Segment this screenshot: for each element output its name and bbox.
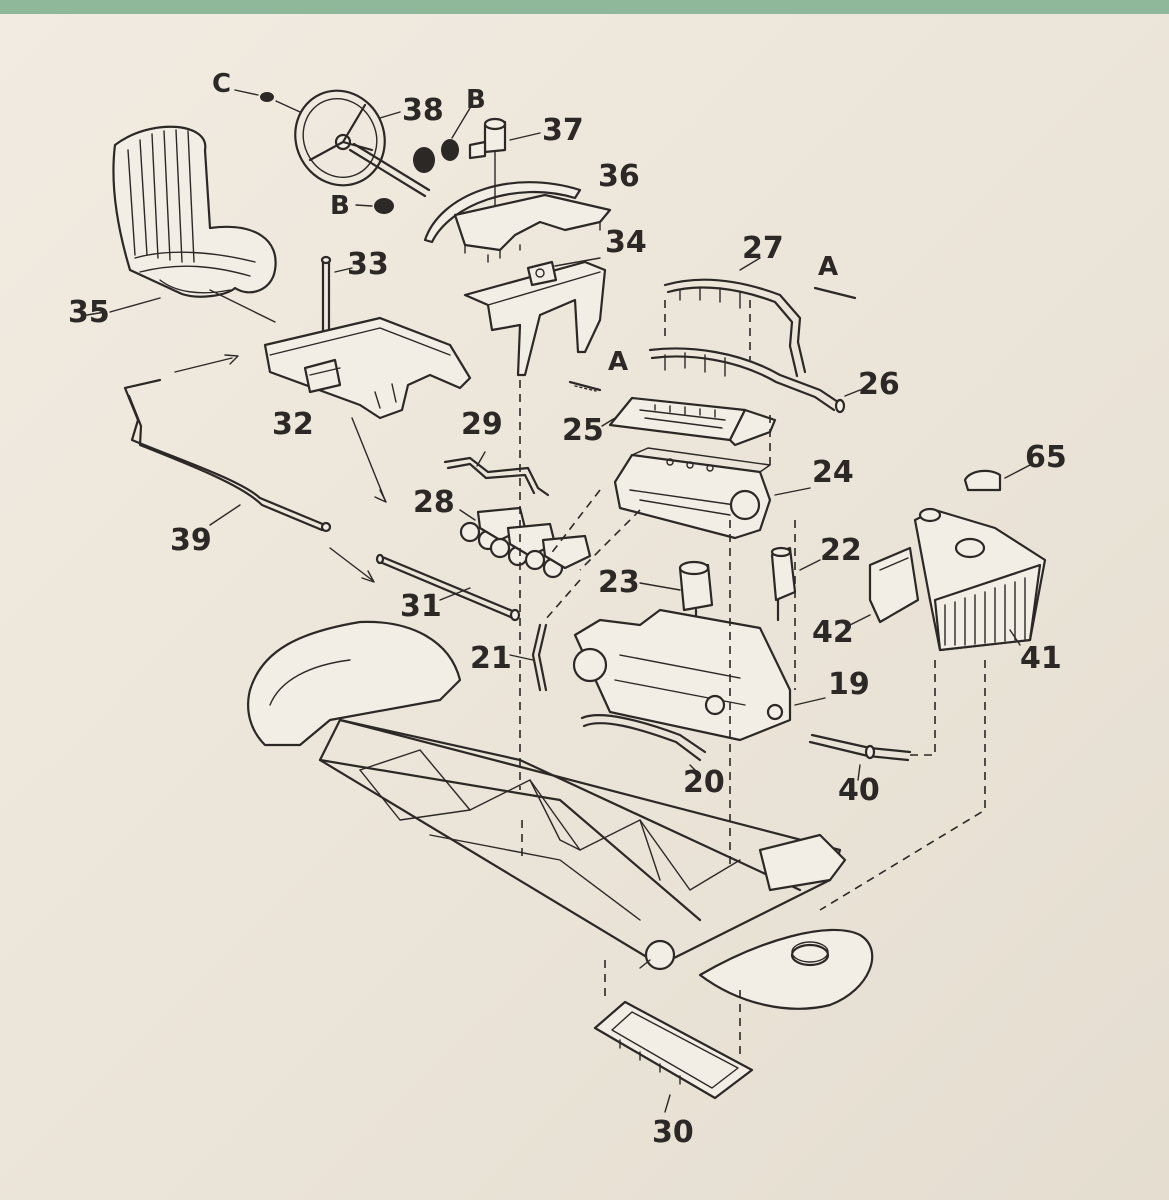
part-27-fuel-rail [663,257,807,378]
part-25-manifold [601,396,777,447]
label-38: 38 [402,93,444,128]
part-33-rod [320,255,353,337]
part-24-engine-block [613,447,811,540]
label-30: 30 [652,1115,694,1150]
label-35: 35 [68,295,110,330]
part-31-shaft [375,553,521,622]
part-41-radiator [913,507,1047,652]
assembly-guide-lines [174,300,986,1060]
chassis-frame [247,620,874,1010]
label-33: 33 [347,247,389,282]
label-65: 65 [1025,440,1067,475]
label-31: 31 [400,589,442,624]
label-a-right: A [818,252,838,282]
part-40-hose [808,733,912,781]
label-39: 39 [170,523,212,558]
part-36-panel [453,193,612,263]
label-b-top: B [466,85,486,115]
label-23: 23 [598,565,640,600]
part-38-steering-wheel [294,89,431,198]
part-c-nut [234,89,301,113]
label-27: 27 [742,231,784,266]
label-32: 32 [272,407,314,442]
label-26: 26 [858,367,900,402]
part-65-cap [963,464,1031,492]
label-24: 24 [812,455,854,490]
label-21: 21 [470,641,512,676]
label-28: 28 [413,485,455,520]
label-42: 42 [812,615,854,650]
part-labels: C B B 38 37 36 34 33 35 32 27 A A 26 25 … [68,69,1067,1150]
part-39-linkage-rod [123,378,332,533]
label-20: 20 [683,765,725,800]
label-a-left: A [608,347,628,377]
label-41: 41 [1020,641,1062,676]
part-26-fuel-rail [648,347,861,414]
part-34-bulkhead [463,257,607,377]
part-28-carburettors [459,506,592,579]
label-c: C [212,69,231,99]
part-19-gearbox [572,608,826,742]
top-color-band [0,0,1169,14]
label-25: 25 [562,413,604,448]
label-36: 36 [598,159,640,194]
part-42-shroud [849,546,920,626]
label-22: 22 [820,533,862,568]
part-20-pipe [580,714,707,776]
label-40: 40 [838,773,880,808]
part-35-seat [112,125,277,298]
label-37: 37 [542,113,584,148]
label-19: 19 [828,667,870,702]
part-b-washers [355,107,471,214]
label-34: 34 [605,225,647,260]
label-b-left: B [330,191,350,221]
label-29: 29 [461,407,503,442]
part-21-pipe [509,623,548,692]
part-22-sensor [770,546,821,622]
part-32-floor-tray [86,289,472,420]
part-37-column-bracket [423,117,582,244]
part-29-linkage [443,451,550,497]
part-30-tray [593,1000,754,1113]
part-a-clip [568,286,857,392]
